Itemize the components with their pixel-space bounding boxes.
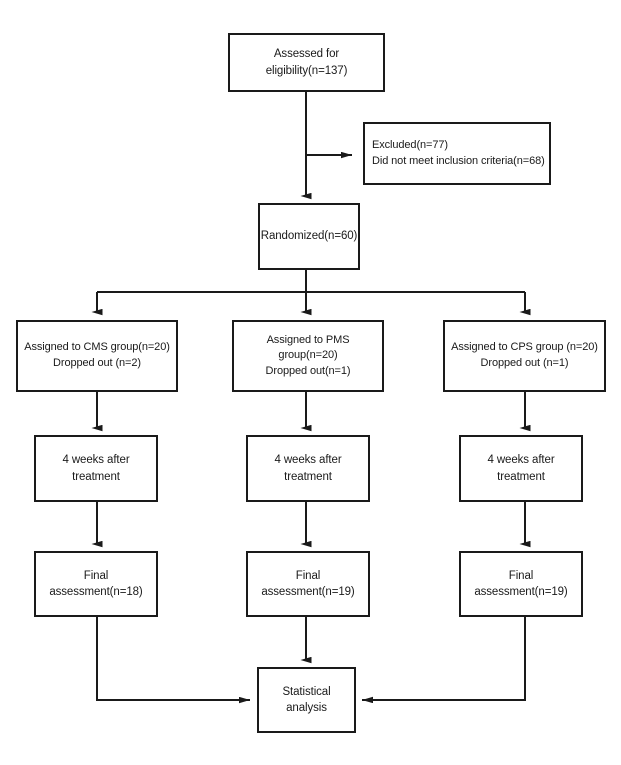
node-label: 4 weeks after treatment	[274, 454, 342, 483]
node-followup-cms[interactable]: 4 weeks after treatment	[34, 435, 158, 502]
connector-cps-final-to-analysis	[362, 617, 526, 704]
node-randomized[interactable]: Randomized(n=60)	[258, 203, 360, 270]
node-group-cms[interactable]: Assigned to CMS group(n=20) Dropped out …	[16, 320, 178, 392]
node-final-assessment-cms[interactable]: Final assessment(n=18)	[34, 551, 158, 617]
node-label: Excluded(n=77) Did not meet inclusion cr…	[372, 138, 545, 167]
node-label: Final assessment(n=19)	[261, 569, 355, 598]
node-statistical-analysis[interactable]: Statistical analysis	[257, 667, 356, 733]
node-excluded[interactable]: Excluded(n=77) Did not meet inclusion cr…	[363, 122, 551, 185]
node-followup-pms[interactable]: 4 weeks after treatment	[246, 435, 370, 502]
node-followup-cps[interactable]: 4 weeks after treatment	[459, 435, 583, 502]
node-group-cps[interactable]: Assigned to CPS group (n=20) Dropped out…	[443, 320, 606, 392]
node-label: Final assessment(n=18)	[49, 569, 143, 598]
node-label: Assigned to CMS group(n=20) Dropped out …	[24, 341, 170, 369]
node-label: Assessed for eligibility(n=137)	[265, 48, 348, 77]
node-final-assessment-cps[interactable]: Final assessment(n=19)	[459, 551, 583, 617]
node-label: Assigned to PMS group(n=20) Dropped out(…	[265, 333, 351, 377]
node-label: Randomized(n=60)	[260, 230, 358, 243]
node-final-assessment-pms[interactable]: Final assessment(n=19)	[246, 551, 370, 617]
node-label: Statistical analysis	[282, 685, 331, 714]
node-label: 4 weeks after treatment	[487, 454, 555, 483]
node-group-pms[interactable]: Assigned to PMS group(n=20) Dropped out(…	[232, 320, 384, 392]
node-label: Final assessment(n=19)	[474, 569, 568, 598]
node-label: 4 weeks after treatment	[62, 454, 130, 483]
node-assessed-for-eligibility[interactable]: Assessed for eligibility(n=137)	[228, 33, 385, 92]
node-label: Assigned to CPS group (n=20) Dropped out…	[451, 341, 598, 369]
connector-cms-final-to-analysis	[96, 617, 250, 704]
